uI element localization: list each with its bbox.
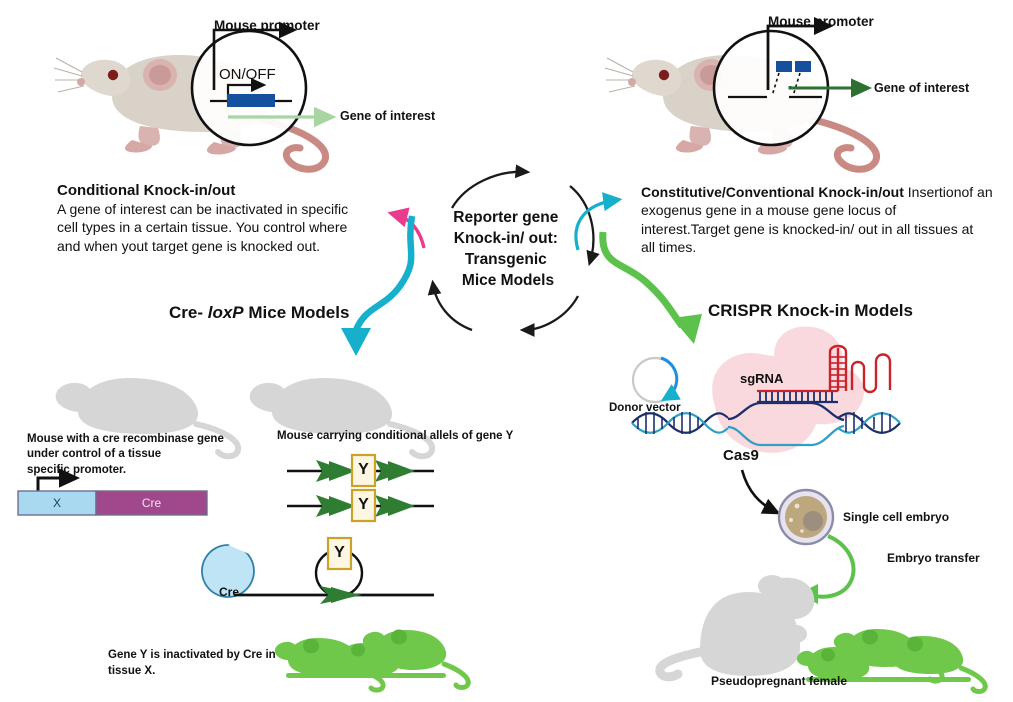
hub-line-3: Transgenic [465, 251, 547, 268]
pseudopregnant-female-label: Pseudopregnant female [711, 674, 848, 688]
green-mice-group-left [274, 629, 471, 693]
cyan-arrowhead [341, 328, 371, 356]
top-right-gene-of-interest-label: Gene of interest [874, 81, 970, 95]
construct-label-x: X [52, 496, 61, 510]
cre-loxp-heading-italic: loxP [207, 303, 244, 322]
conditional-heading: Conditional Knock-in/out [57, 182, 236, 199]
allele-gene-label-1: Y [358, 461, 369, 478]
top-left-gene-of-interest-label: Gene of interest [340, 109, 436, 123]
constitutive-body: of an exogenus gene in a mouse gene locu… [641, 184, 993, 256]
cre-construct-bar [17, 468, 208, 516]
embryo-transfer-arrow [811, 534, 856, 599]
gray-mouse-silhouette-allele [249, 378, 436, 460]
hub-line-1: Reporter gene [453, 209, 558, 226]
cre-loxp-heading-suffix: Mice Models [243, 303, 350, 322]
top-right-mouse-illustration [604, 17, 880, 173]
cre-mouse-caption: Mouse with a cre recombinase gene under … [27, 433, 224, 476]
constitutive-heading: Constitutive/Conventional Knock-in/out [641, 184, 904, 200]
cas9-sgrna-complex [631, 326, 901, 453]
donor-vector-label: Donor vector [609, 402, 681, 414]
constitutive-inline: Insertion [903, 184, 962, 200]
cre-loxp-heading-prefix: Cre- [169, 303, 208, 322]
central-cycle-arrows [427, 164, 600, 337]
constitutive-block: Constitutive/Conventional Knock-in/out I… [641, 183, 993, 257]
single-cell-embryo-label: Single cell embryo [843, 510, 950, 524]
green-arrowhead [672, 314, 702, 344]
conditional-allele-constructs [287, 453, 434, 523]
green-arrow-to-crispr [599, 231, 685, 329]
cas9-label: Cas9 [723, 447, 759, 464]
sgrna-label: sgRNA [740, 371, 784, 386]
allele-gene-label-2: Y [358, 496, 369, 513]
cyan-arrow-to-creloxp [353, 215, 416, 332]
embryo-transfer-label: Embryo transfer [887, 551, 980, 565]
gray-mouse-silhouette-cre [55, 378, 242, 460]
hub-line-2: Knock-in/ out: [454, 230, 558, 247]
top-right-promoter-label: Mouse promoter [768, 14, 874, 29]
conditional-body: A gene of interest can be inactivated in… [57, 201, 349, 254]
green-mice-group-right [796, 629, 988, 694]
top-left-onoff-label: ON/OFF [219, 66, 276, 83]
arrow-to-embryo [740, 469, 781, 515]
cre-result-caption: Gene Y is inactivated by Cre in tissue X… [108, 649, 276, 677]
top-left-promoter-label: Mouse promoter [214, 18, 320, 33]
cyan-small-arrow [574, 192, 623, 251]
donor-vector-plasmid [631, 356, 681, 404]
hub-line-4: Mice Models [462, 272, 554, 289]
construct-label-cre: Cre [141, 496, 162, 510]
hub-label: Reporter gene Knock-in/ out: Transgenic … [453, 209, 562, 289]
pseudopregnant-female-silhouette [655, 575, 815, 682]
cre-recombination-step [201, 535, 434, 604]
cre-loxp-heading: Cre- loxP Mice Models [169, 303, 349, 323]
crispr-heading: CRISPR Knock-in Models [708, 301, 913, 320]
single-cell-embryo [777, 488, 835, 546]
top-left-mouse-illustration [53, 21, 337, 173]
conditional-allele-caption: Mouse carrying conditional allels of gen… [277, 430, 514, 442]
cre-protein-label: Cre [218, 585, 239, 599]
excised-gene-label: Y [334, 544, 345, 561]
